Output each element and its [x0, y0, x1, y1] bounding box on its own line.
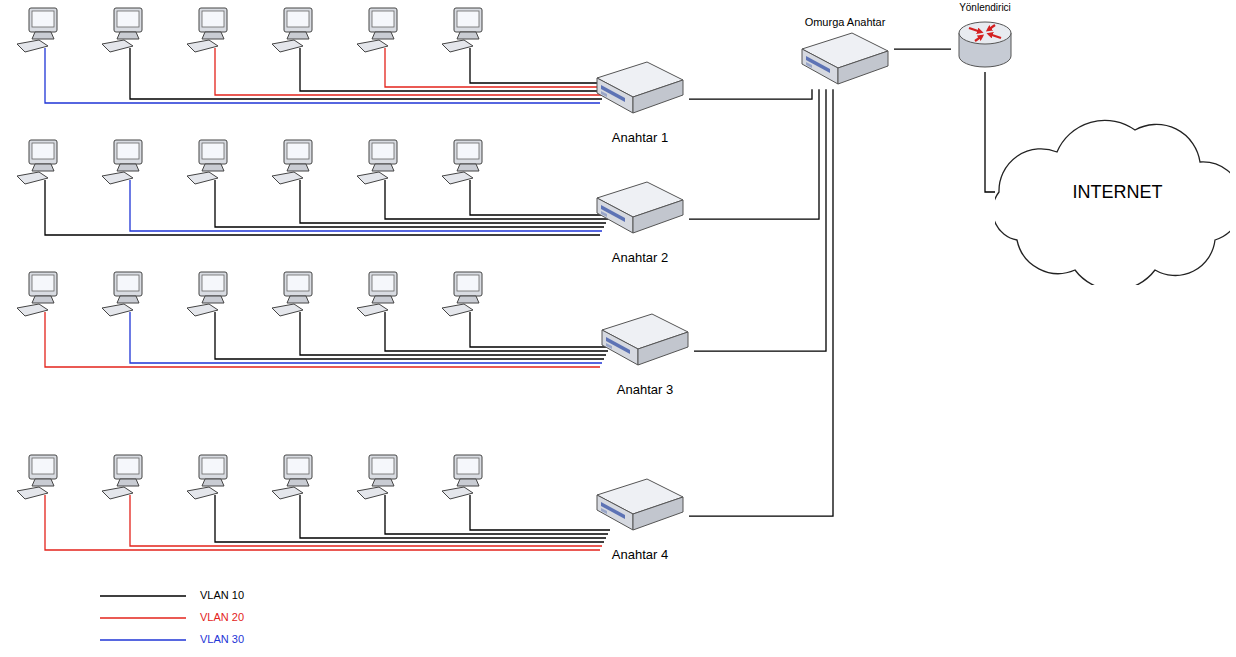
vlan-wires	[45, 48, 610, 550]
legend-entry: VLAN 20	[100, 611, 244, 625]
switch-icon	[595, 180, 685, 236]
legend-text: VLAN 10	[200, 589, 244, 602]
pc-icon	[187, 140, 227, 184]
switch-icon	[595, 477, 685, 533]
vlan-wire	[215, 312, 604, 359]
legend-line-sample	[100, 611, 186, 625]
pc-icon	[442, 140, 482, 184]
pc-icon	[17, 272, 57, 316]
pc-icon	[17, 140, 57, 184]
node-label: INTERNET	[1073, 182, 1163, 204]
pc-icon	[272, 272, 312, 316]
network-link	[689, 89, 819, 219]
pc-icon	[272, 140, 312, 184]
router-icon	[955, 18, 1015, 72]
workstations	[17, 8, 482, 499]
vlan-wire	[385, 180, 608, 219]
switch-icon	[595, 60, 685, 116]
vlan-wire	[385, 48, 608, 87]
pc-icon	[442, 8, 482, 52]
internet-cloud: INTERNET	[995, 100, 1230, 285]
vlan-wire	[470, 48, 610, 83]
pc-icon	[442, 455, 482, 499]
vlan-wire	[300, 180, 606, 223]
legend-entry: VLAN 30	[100, 633, 244, 647]
node-label: Anahtar 1	[612, 130, 668, 146]
pc-icon	[102, 272, 142, 316]
switch-node: Anahtar 4	[591, 475, 689, 563]
vlan-wire	[215, 495, 604, 542]
node-label: Anahtar 3	[617, 382, 673, 398]
legend-line-sample	[100, 589, 186, 603]
pc-icon	[272, 455, 312, 499]
node-label: Anahtar 4	[612, 547, 668, 563]
pc-icon	[102, 455, 142, 499]
network-link	[694, 89, 826, 351]
vlan-wire	[470, 495, 610, 530]
legend-entry: VLAN 10	[100, 589, 244, 603]
pc-icon	[17, 8, 57, 52]
node-label: Anahtar 2	[612, 250, 668, 266]
pc-icon	[357, 272, 397, 316]
pc-icon	[272, 8, 312, 52]
vlan-wire	[470, 180, 610, 215]
vlan-wire	[215, 48, 604, 95]
pc-icon	[102, 140, 142, 184]
router-node: Yönlendirici	[951, 2, 1019, 72]
node-label: Omurga Anahtar	[805, 16, 886, 29]
network-link	[689, 89, 833, 516]
vlan-wire	[385, 495, 608, 534]
pc-icon	[187, 272, 227, 316]
legend-line-sample	[100, 633, 186, 647]
pc-icon	[102, 8, 142, 52]
pc-icon	[357, 8, 397, 52]
network-link	[689, 89, 812, 99]
pc-icon	[187, 8, 227, 52]
legend-text: VLAN 20	[200, 611, 244, 624]
pc-icon	[357, 140, 397, 184]
switch-node: Anahtar 3	[596, 310, 694, 398]
network-link	[894, 49, 951, 50]
pc-icon	[442, 272, 482, 316]
switch-icon	[800, 31, 890, 87]
pc-icon	[357, 455, 397, 499]
switch-node: Anahtar 2	[591, 178, 689, 266]
vlan-wire	[300, 312, 606, 355]
legend-text: VLAN 30	[200, 633, 244, 646]
vlan-wire	[470, 312, 610, 347]
vlan-wire	[385, 312, 608, 351]
vlan-wire	[300, 495, 606, 538]
vlan-wire	[215, 180, 604, 227]
pc-icon	[17, 455, 57, 499]
node-label: Yönlendirici	[959, 2, 1011, 14]
switch-icon	[600, 312, 690, 368]
vlan-wire	[300, 48, 606, 91]
switch-node: Anahtar 1	[591, 58, 689, 146]
pc-icon	[187, 455, 227, 499]
network-link	[985, 72, 995, 192]
switch-node: Omurga Anahtar	[796, 16, 894, 89]
